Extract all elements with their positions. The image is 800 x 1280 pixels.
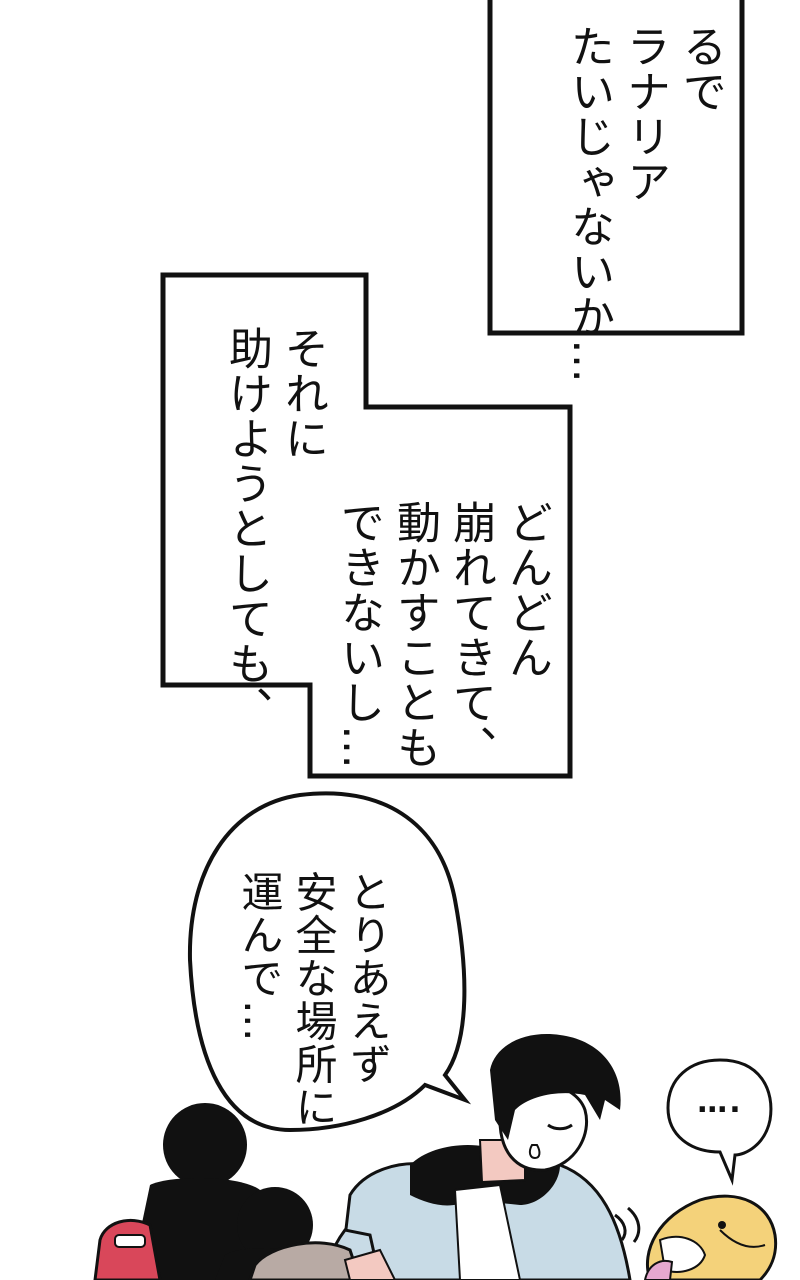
narration-middle-left-line-2: 助けようとしても、 <box>221 325 272 731</box>
narration-top-line-3: たいじゃないか… <box>563 23 614 384</box>
yellow-creature <box>643 1194 778 1280</box>
narration-middle-right-line-2: 崩れてきて、 <box>445 499 496 770</box>
speech-bubble-text: とりあえず 安全な場所に 運んで… <box>232 842 448 1129</box>
speech-line-1: とりあえず <box>343 870 392 1086</box>
speech-line-3: 運んで… <box>235 870 284 1043</box>
narration-middle-right-text: どんどん 崩れてきて、 動かすことも できないし… <box>330 470 610 770</box>
red-backpack <box>93 1218 162 1280</box>
speech-bubble-outline <box>187 791 472 1133</box>
narration-top-line-2: ラナリア <box>619 23 670 204</box>
narration-middle-right-line-4: できないし… <box>333 499 384 770</box>
motion-lines <box>614 1206 641 1243</box>
carried-figure <box>248 1241 397 1280</box>
narration-middle-right-line-3: 動かすことも <box>389 499 440 770</box>
narration-middle-left-line-1: それに <box>277 325 328 461</box>
narration-top-line-1: るで <box>675 23 726 114</box>
small-bubble-text: …. <box>697 1085 743 1120</box>
narration-box-middle <box>160 272 573 779</box>
narration-middle-left-text: それに 助けようとしても、 <box>218 296 386 731</box>
small-bubble-outline <box>666 1058 773 1186</box>
narration-top-text: るで ラナリア たいじゃないか… <box>560 0 784 384</box>
narration-box-top <box>487 0 745 336</box>
speech-line-2: 安全な場所に <box>289 870 338 1129</box>
narration-middle-right-line-1: どんどん <box>501 499 552 680</box>
boy-character <box>326 1034 632 1280</box>
